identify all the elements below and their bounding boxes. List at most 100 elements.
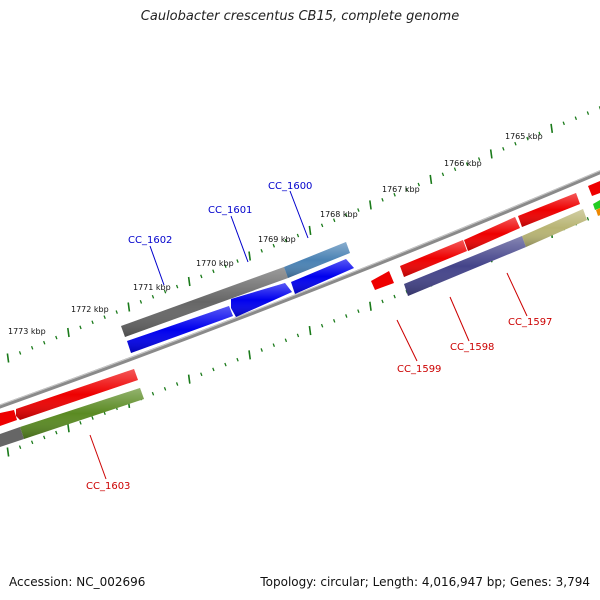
gene-edge-green-right[interactable] [593,200,600,210]
topology-text: Topology: circular; Length: 4,016,947 bp… [260,575,590,589]
ruler-minor-tick [236,357,239,362]
gene-cc-1603-olive[interactable] [20,388,144,439]
gene-cc-1598-navy[interactable] [404,236,526,296]
ruler-minor-tick [272,243,276,248]
genome-backbone [0,170,600,409]
kbp-label: 1770 kbp [196,259,234,268]
ruler-minor-tick [200,372,203,377]
ruler-minor-tick [296,333,300,338]
ruler-minor-tick [393,192,396,197]
ruler-minor-tick [405,187,408,192]
gene-cc-1601-blue[interactable] [127,306,233,353]
gene-label-cc-1602[interactable]: CC_1602 [128,235,172,246]
ruler-minor-tick [345,314,348,318]
ruler-minor-tick [91,320,94,325]
ruler-minor-tick [43,340,46,345]
kbp-label: 1769 kbp [258,235,296,244]
ruler-minor-tick [175,284,179,289]
gene-cc-1599[interactable] [371,271,394,290]
ruler-major-tick [187,276,191,287]
ruler-minor-tick [43,435,46,440]
ruler-minor-tick [272,343,276,347]
ruler-minor-tick [538,131,541,136]
kbp-label: 1772 kbp [71,305,109,314]
ruler-minor-tick [381,198,384,202]
ruler-minor-tick [586,111,590,115]
leader-cc-1598 [449,296,470,342]
ruler-minor-tick [103,315,106,320]
kbp-label: 1773 kbp [8,327,46,336]
gene-blue-2[interactable] [231,283,292,317]
ruler-minor-tick [139,300,143,304]
gene-cc-1600[interactable] [284,242,350,278]
ruler-major-tick [248,251,252,261]
leader-cc-1600 [289,190,309,239]
ruler-major-tick [6,353,10,363]
ruler-minor-tick [212,367,215,372]
gene-label-cc-1597[interactable]: CC_1597 [508,317,552,328]
gene-edge-red-right[interactable] [588,181,600,196]
ruler-minor-tick [514,141,517,146]
ruler-minor-tick [477,157,481,161]
gene-label-cc-1603[interactable]: CC_1603 [86,481,130,492]
gene-cc-1598-red[interactable] [400,240,467,277]
leader-cc-1601 [230,215,249,263]
ruler-minor-tick [441,172,445,177]
kbp-label: 1768 kbp [320,210,358,219]
gene-label-cc-1598[interactable]: CC_1598 [450,342,494,353]
ruler-minor-tick [79,421,82,425]
ruler-minor-tick [502,146,505,151]
ruler-major-tick [187,374,191,384]
leader-cc-1599 [396,319,418,362]
gene-cc-1597-red[interactable] [518,193,580,227]
gene-edge-orange-right[interactable] [596,208,600,216]
ruler-major-tick [369,200,372,210]
gene-cc-1603-upper[interactable] [16,369,138,420]
gene-label-cc-1601[interactable]: CC_1601 [208,205,252,216]
gene-cc-1602[interactable] [121,267,288,337]
gene-label-cc-1600[interactable]: CC_1600 [268,181,312,192]
ruler-major-tick [67,423,70,433]
ruler-minor-tick [357,309,360,313]
ruler-major-tick [248,350,252,360]
map-title: Caulobacter crescentus CB15, complete ge… [140,9,460,24]
ruler-minor-tick [586,217,590,221]
ruler-minor-tick [18,351,22,355]
ruler-minor-tick [212,269,215,274]
ruler-minor-tick [200,274,203,279]
accession-text: Accession: NC_002696 [9,575,146,589]
ruler-major-tick [550,123,554,134]
kbp-label: 1771 kbp [133,283,171,292]
ruler-minor-tick [345,213,348,217]
ruler-minor-tick [151,294,155,299]
gene-red-mid[interactable] [464,217,520,251]
kbp-label: 1767 kbp [382,185,420,194]
ruler-minor-tick [30,440,34,445]
gene-cc-1597-khaki[interactable] [522,209,587,247]
genome-backbone-highlight [0,170,600,406]
ruler-major-tick [127,302,131,312]
ruler-minor-tick [393,294,396,299]
ruler-minor-tick [163,289,167,294]
ruler-ticks-upper [6,106,600,363]
ruler-minor-tick [574,116,578,121]
gene-label-cc-1599[interactable]: CC_1599 [397,364,441,375]
ruler-minor-tick [417,182,420,187]
ruler-major-tick [308,225,312,236]
ruler-minor-tick [284,338,288,343]
ruler-minor-tick [260,348,263,352]
ruler-minor-tick [224,264,227,268]
leader-cc-1603 [89,434,107,480]
kbp-label: 1766 kbp [444,159,482,168]
leader-cc-1597 [506,272,528,317]
ruler-minor-tick [18,445,22,449]
kbp-label: 1765 kbp [505,132,543,141]
ruler-minor-tick [79,325,82,330]
gene-left-edge-red[interactable] [0,410,17,426]
gene-blue-3[interactable] [291,259,354,294]
ruler-minor-tick [151,391,155,396]
gene-left-edge-gray[interactable] [0,427,24,447]
leader-cc-1602 [149,245,165,286]
ruler-minor-tick [296,233,300,238]
ruler-minor-tick [236,259,239,263]
